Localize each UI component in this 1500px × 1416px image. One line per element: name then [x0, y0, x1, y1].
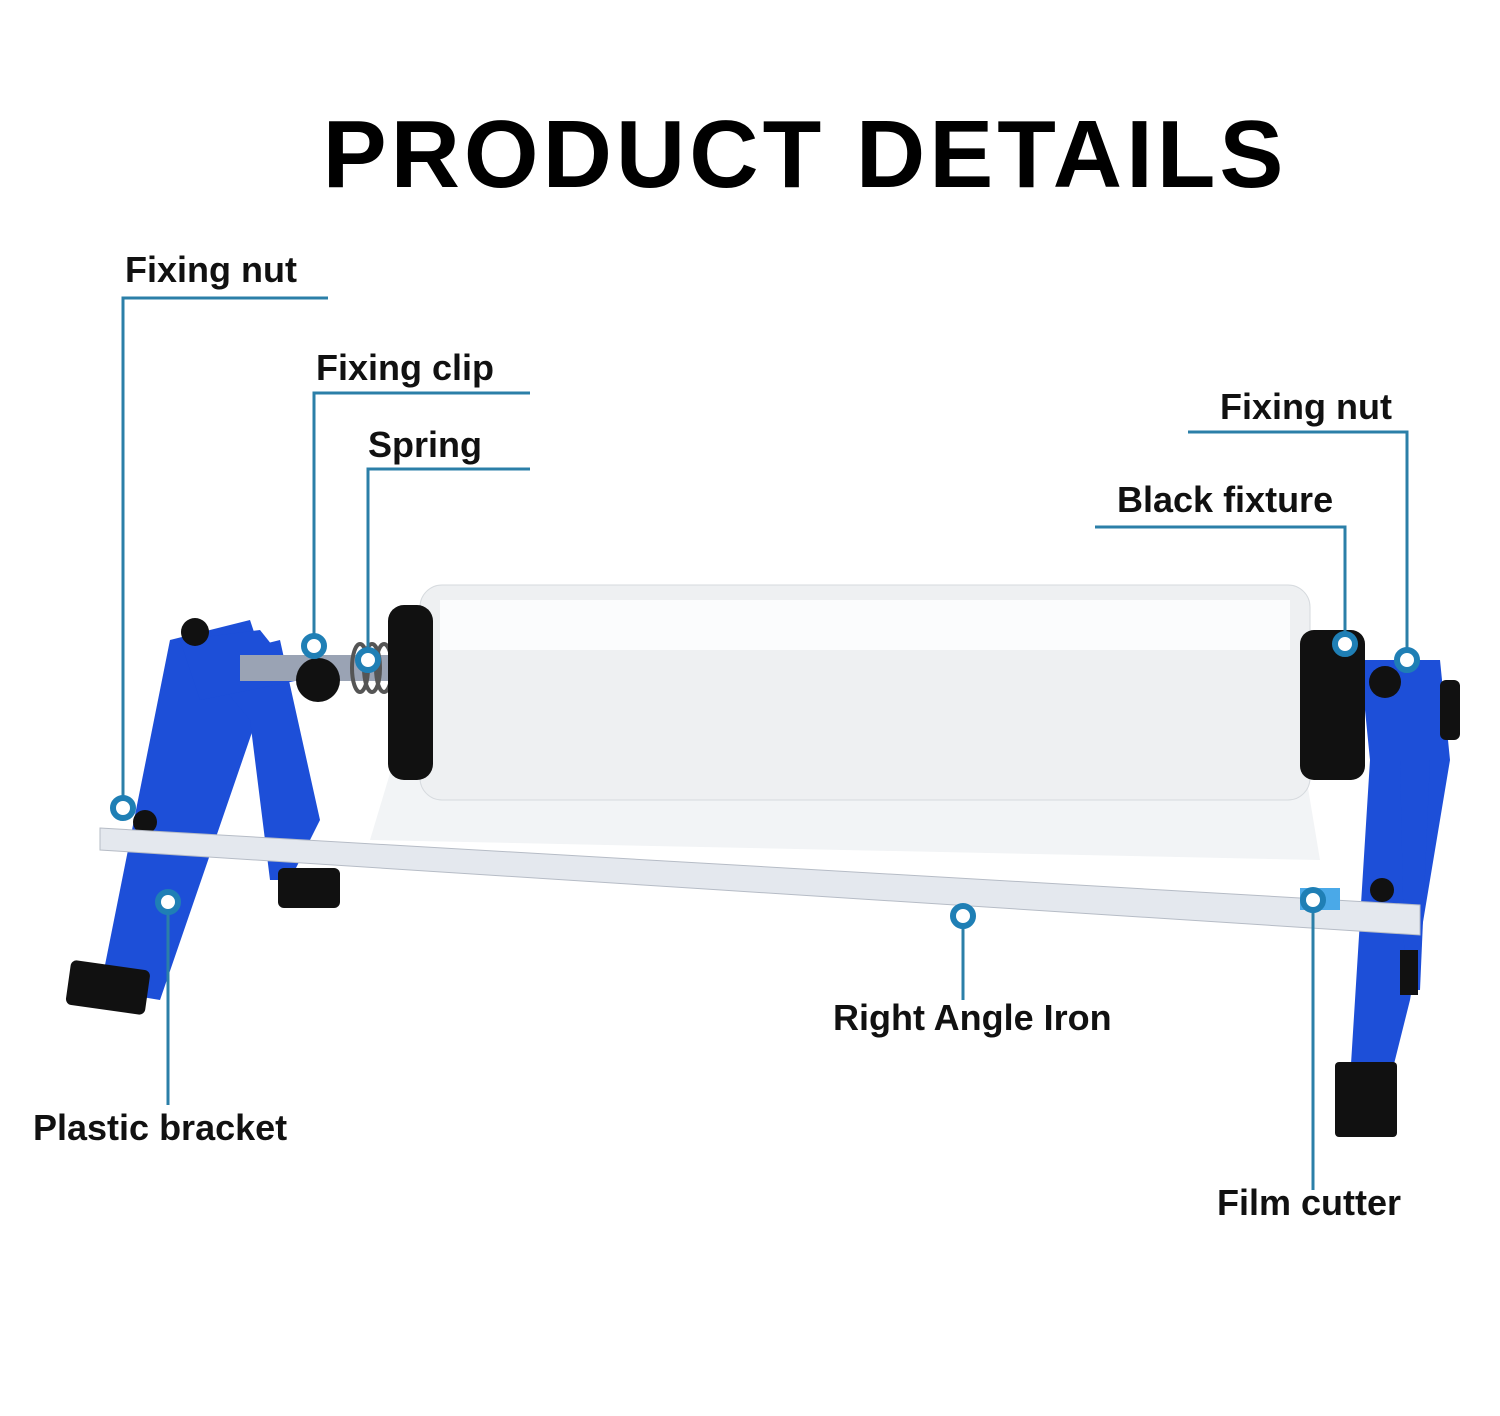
right-angle-iron — [99, 827, 1421, 936]
black-fixture — [1300, 630, 1365, 780]
label-fixing-nut-right: Fixing nut — [1220, 386, 1392, 427]
label-spring: Spring — [368, 424, 482, 465]
end-cap-left — [388, 605, 433, 780]
label-fixing-clip: Fixing clip — [316, 347, 495, 388]
callout-dot — [1394, 647, 1420, 673]
page-title: PRODUCT DETAILS — [322, 101, 1288, 208]
knob — [1369, 666, 1401, 698]
knob — [1370, 878, 1394, 902]
callout-dots — [110, 631, 1420, 929]
callout-lines — [121, 296, 1409, 1190]
label-fixing-nut-left: Fixing nut — [125, 249, 297, 290]
callout-dot — [110, 795, 136, 821]
callout-dot — [155, 889, 181, 915]
label-black-fixture: Black fixture — [1117, 479, 1334, 520]
label-right-angle-iron: Right Angle Iron — [833, 997, 1112, 1038]
callout-dot — [950, 903, 976, 929]
knob — [181, 618, 209, 646]
callout-dot — [355, 647, 381, 673]
callout-dot — [1332, 631, 1358, 657]
label-film-cutter: Film cutter — [1217, 1182, 1402, 1223]
knob — [296, 658, 340, 702]
label-plastic-bracket: Plastic bracket — [33, 1107, 288, 1148]
foot — [278, 868, 340, 908]
foot — [65, 960, 150, 1015]
callout-dot — [301, 633, 327, 659]
knob — [133, 810, 157, 834]
foot — [1335, 1062, 1397, 1137]
callout-dot — [1300, 887, 1326, 913]
